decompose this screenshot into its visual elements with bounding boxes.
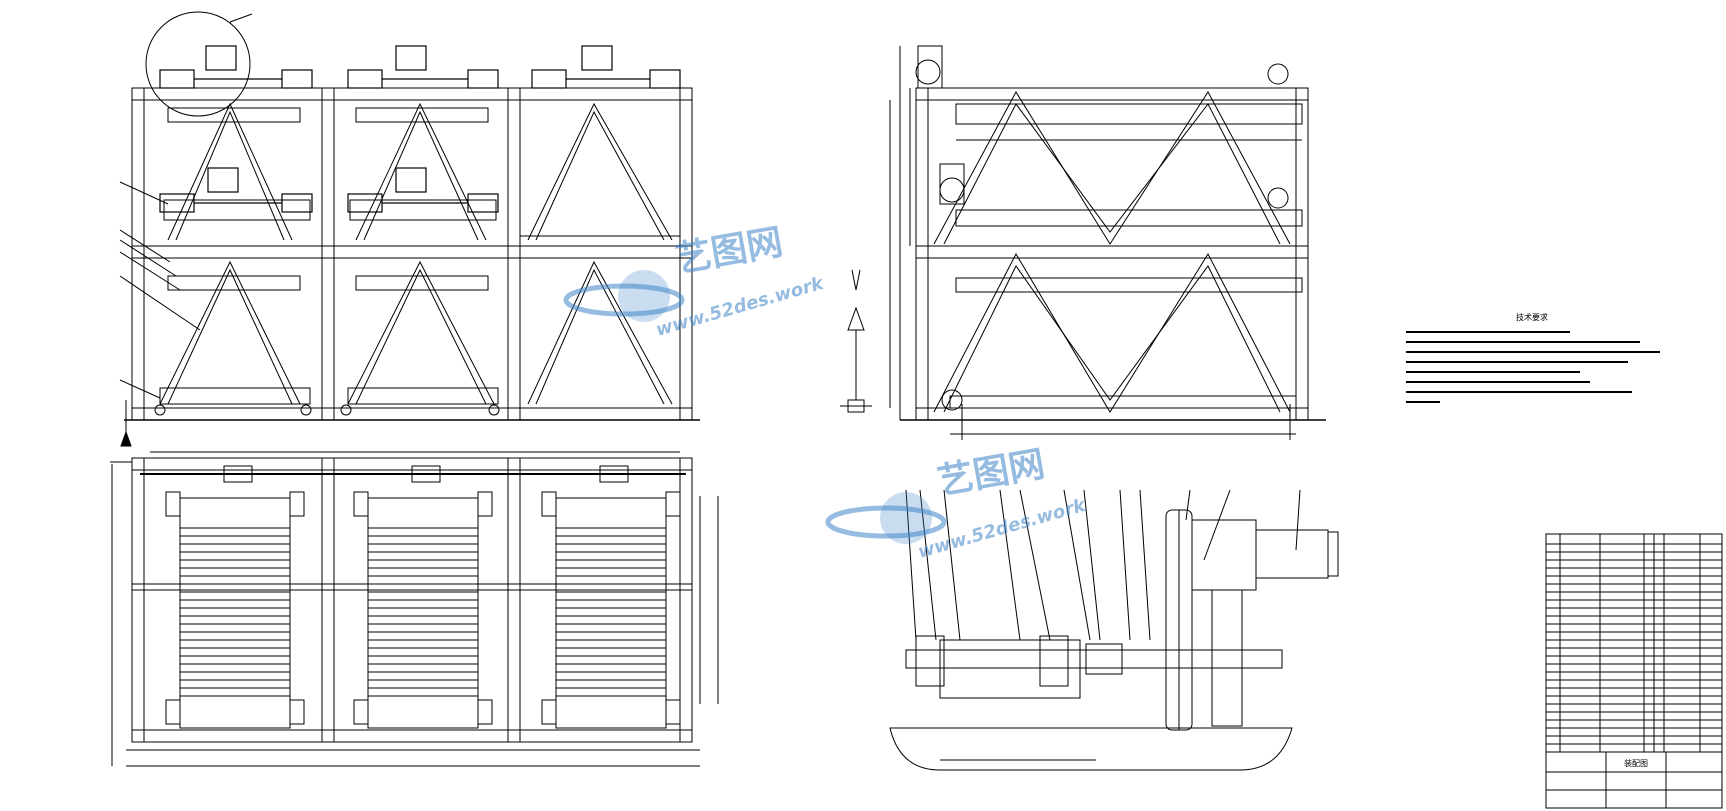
technical-notes: 技术要求 (1406, 312, 1660, 403)
drawing-title: 装配图 (1624, 758, 1648, 768)
notes-title: 技术要求 (1516, 312, 1548, 322)
watermark-globe-icon (825, 492, 947, 544)
detail-callout-circle (145, 11, 251, 117)
drive-shaft-section-view (889, 489, 1339, 771)
side-elevation-view (840, 45, 1326, 440)
title-block: 装配图 (1545, 533, 1723, 809)
watermark-globe-icon (563, 270, 685, 322)
front-elevation-view (119, 11, 700, 447)
north-arrow-icon (840, 269, 872, 413)
plan-view (110, 451, 719, 767)
